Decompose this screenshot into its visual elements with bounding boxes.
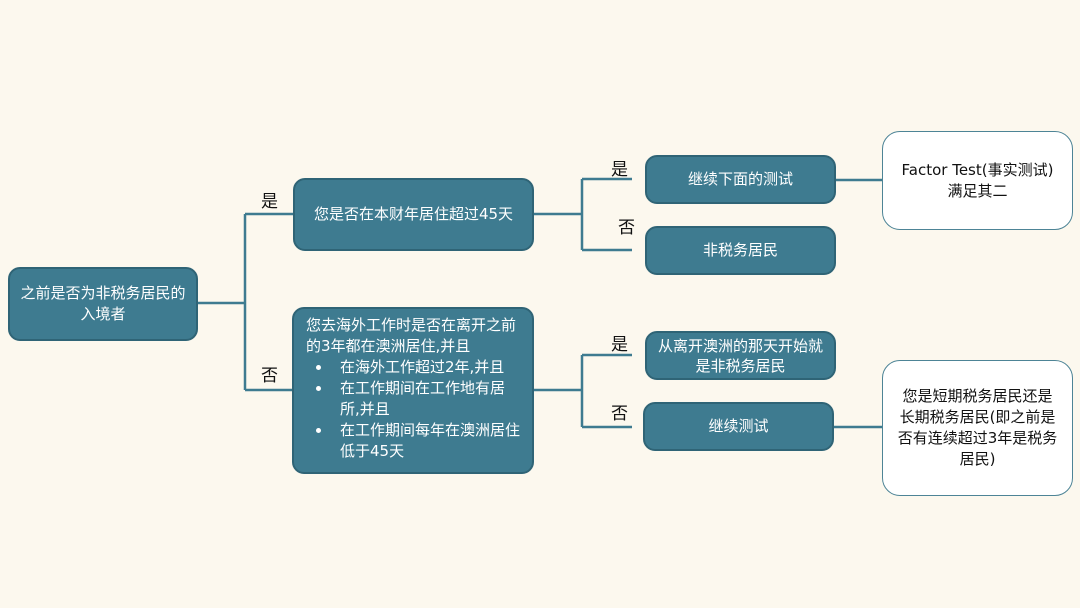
label-yes: 是 <box>261 192 278 212</box>
label-yes: 是 <box>611 335 628 355</box>
label-no: 否 <box>611 404 628 424</box>
factor-test-node: Factor Test(事实测试)满足其二 <box>882 131 1073 230</box>
question-overseas-work: 您去海外工作时是否在离开之前的3年都在澳洲居住,并且 在海外工作超过2年,并且 … <box>292 307 534 474</box>
q1-no-text: 非税务居民 <box>702 241 778 259</box>
factor-test-text: Factor Test(事实测试)满足其二 <box>901 160 1054 200</box>
label-no: 否 <box>261 366 278 386</box>
q2-intro: 您去海外工作时是否在离开之前的3年都在澳洲居住,并且 <box>306 316 517 355</box>
q1-text: 您是否在本财年居住超过45天 <box>313 205 514 223</box>
continue-test-node: 继续测试 <box>643 402 834 451</box>
q2-no-text: 继续测试 <box>708 417 769 435</box>
question-stay-45-days: 您是否在本财年居住超过45天 <box>293 178 534 251</box>
root-node: 之前是否为非税务居民的入境者 <box>8 267 198 341</box>
non-resident-node: 非税务居民 <box>645 226 836 275</box>
q1-yes-text: 继续下面的测试 <box>687 170 793 188</box>
q2-bullet: 在海外工作超过2年,并且 <box>332 357 520 378</box>
label-no: 否 <box>618 218 635 238</box>
continue-tests-node: 继续下面的测试 <box>645 155 836 204</box>
short-long-text: 您是短期税务居民还是长期税务居民(即之前是否有连续超过3年是税务居民) <box>897 387 1058 468</box>
q2-yes-text: 从离开澳洲的那天开始就是非税务居民 <box>657 336 823 375</box>
short-long-resident-node: 您是短期税务居民还是长期税务居民(即之前是否有连续超过3年是税务居民) <box>882 360 1073 496</box>
root-text: 之前是否为非税务居民的入境者 <box>20 284 186 323</box>
label-yes: 是 <box>611 160 628 180</box>
non-resident-from-departure-node: 从离开澳洲的那天开始就是非税务居民 <box>645 331 836 380</box>
q2-bullet: 在工作期间每年在澳洲居住低于45天 <box>332 420 520 462</box>
q2-bullet: 在工作期间在工作地有居所,并且 <box>332 378 520 420</box>
